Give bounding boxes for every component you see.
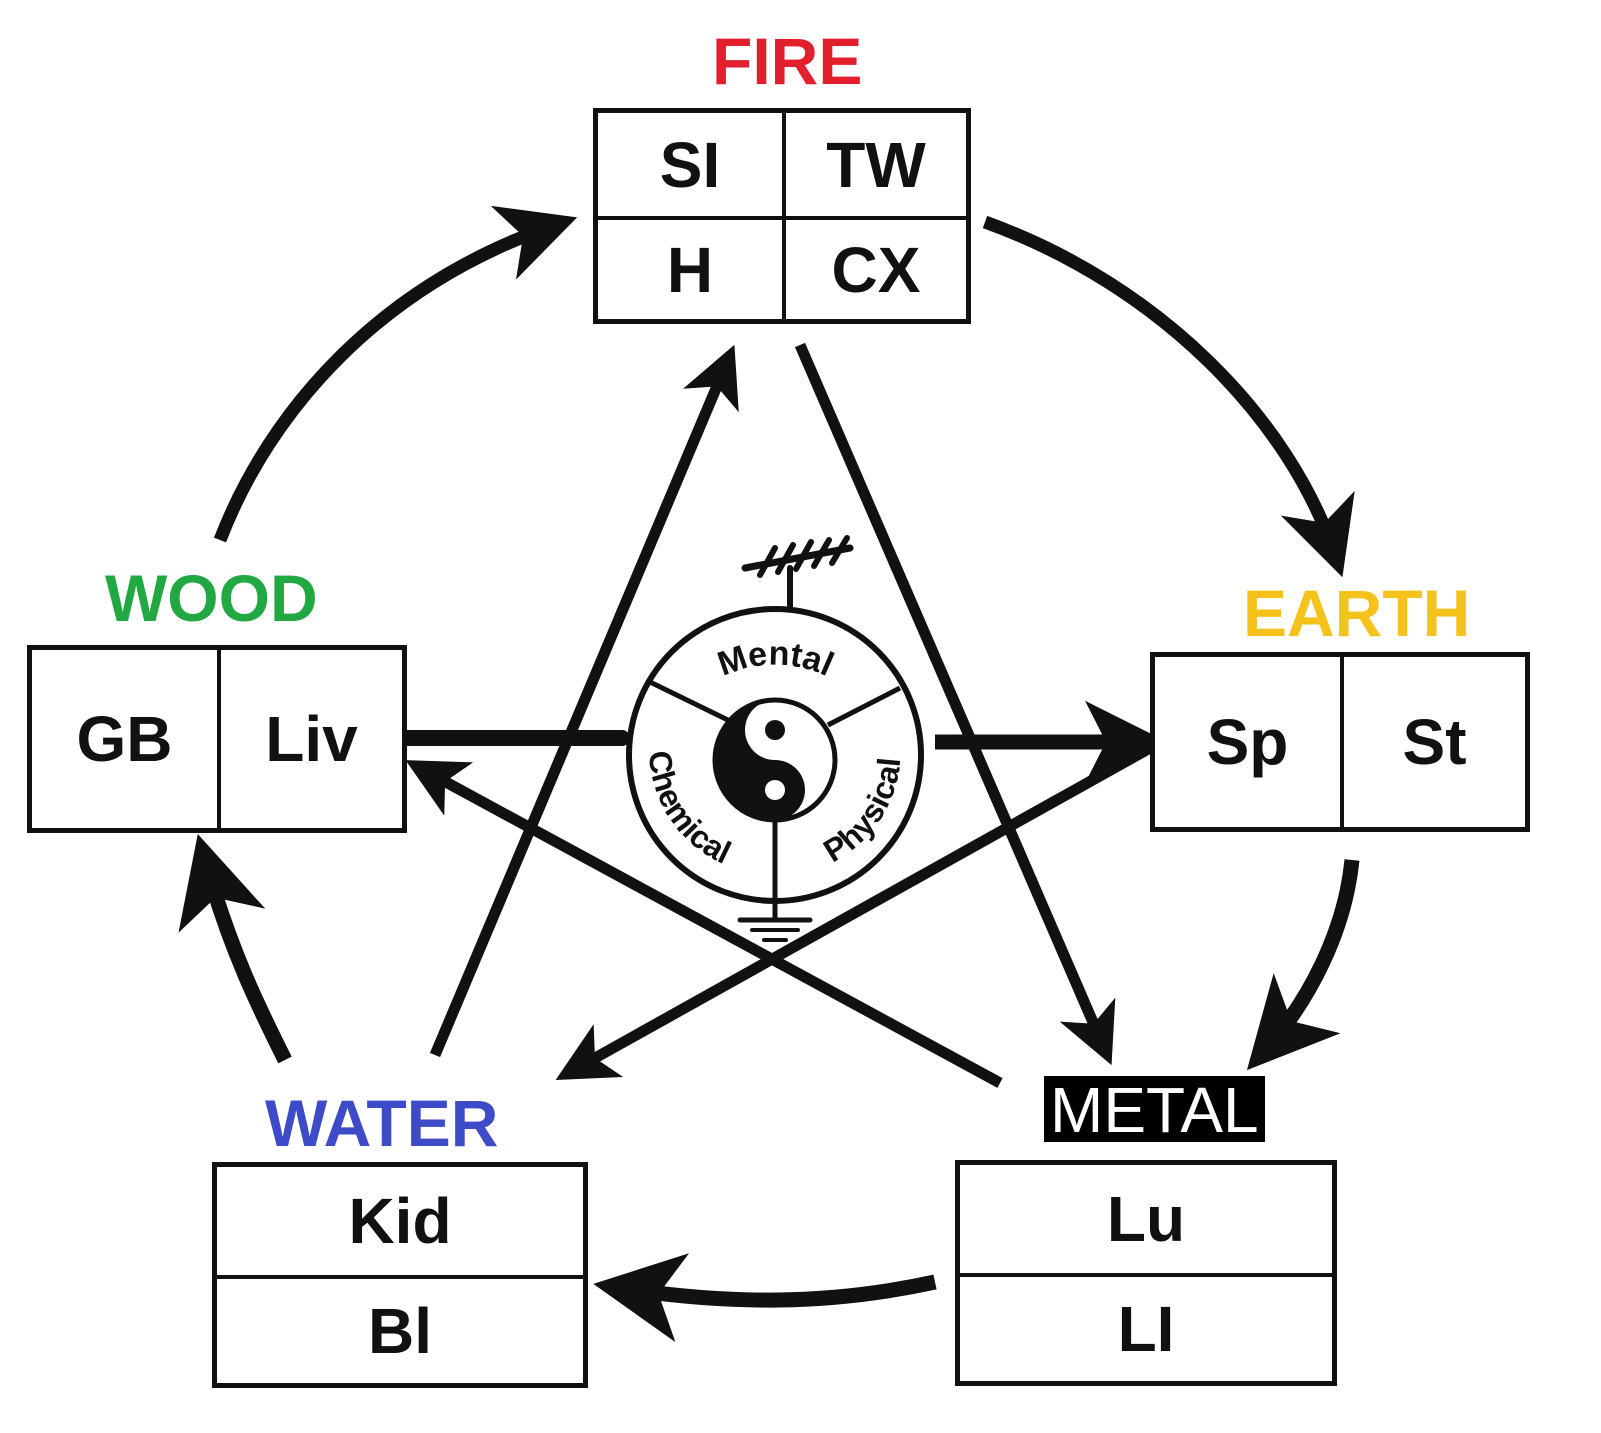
arrow-water-to-fire [429, 344, 739, 1058]
antenna-icon [741, 535, 854, 621]
organ-lu: Lu [1106, 1183, 1186, 1255]
organ-st: St [1340, 657, 1525, 827]
fire-title: FIRE [712, 24, 863, 98]
organ-gb: GB [76, 703, 173, 775]
ground-icon [737, 897, 813, 942]
yin-yang-icon [712, 697, 838, 823]
arrow-metal-to-wood [405, 760, 1003, 1088]
organ-bl: Bl [217, 1275, 583, 1383]
wood-title: WOOD [105, 561, 318, 635]
organ-sp: Sp [1206, 706, 1289, 778]
organ-li: LI [960, 1273, 1332, 1381]
arrow-earth-to-metal [1246, 859, 1360, 1071]
arrow-wood-to-fire [213, 205, 578, 543]
organ-si: SI [659, 128, 721, 201]
arrow-water-to-wood [178, 833, 292, 1064]
organ-tw: TW [782, 113, 966, 216]
arrow-fire-to-earth [982, 215, 1355, 578]
organ-cx: CX [782, 216, 966, 319]
arrow-metal-to-water [593, 1253, 937, 1343]
water-box: Kid Bl [212, 1162, 588, 1388]
earth-title: EARTH [1243, 576, 1471, 650]
wood-box: GB Liv [27, 645, 407, 833]
metal-box: Lu LI [955, 1160, 1337, 1386]
organ-h: H [598, 216, 782, 319]
organ-liv: Liv [217, 650, 402, 828]
fire-box: SI TW H CX [593, 108, 971, 324]
organ-kid: Kid [348, 1185, 452, 1257]
water-title: WATER [265, 1086, 499, 1160]
metal-title: METAL [1044, 1076, 1265, 1142]
arrow-fire-to-metal [794, 342, 1116, 1066]
center-emblem: Mental Chemical Physical [626, 535, 924, 942]
earth-box: Sp St [1150, 652, 1530, 832]
arrow-earth-to-water [555, 743, 1153, 1081]
